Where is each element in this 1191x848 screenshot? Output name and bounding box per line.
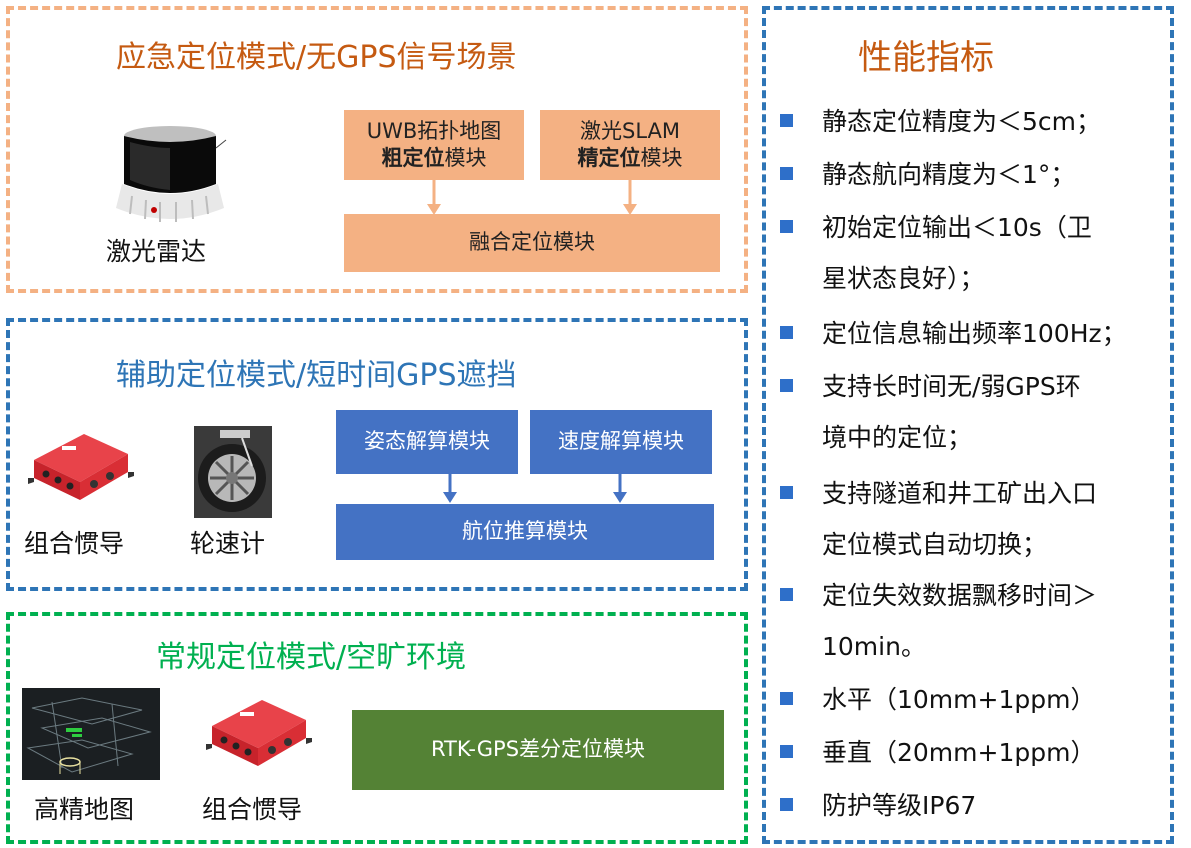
slam-module: 激光SLAM 精定位模块 bbox=[540, 110, 720, 180]
ins-caption: 组合惯导 bbox=[24, 529, 125, 558]
fusion-module: 融合定位模块 bbox=[344, 214, 720, 272]
hd-map-image bbox=[22, 688, 160, 780]
dead-reckoning-module: 航位推算模块 bbox=[336, 504, 714, 560]
bullet-icon bbox=[780, 588, 793, 601]
slam-module-line1: 激光SLAM bbox=[580, 118, 680, 143]
specs-panel: 性能指标 静态定位精度为＜5cm； 静态航向精度为＜1°； 初始定位输出＜10s… bbox=[762, 6, 1174, 844]
bullet-icon bbox=[780, 114, 793, 127]
bullet-icon bbox=[780, 486, 793, 499]
assist-title: 辅助定位模式/短时间GPS遮挡 bbox=[116, 358, 517, 393]
wheel-caption: 轮速计 bbox=[190, 529, 266, 558]
rtk-module: RTK-GPS差分定位模块 bbox=[352, 710, 724, 790]
bullet-icon bbox=[780, 220, 793, 233]
arrow-attitude-to-dr bbox=[443, 474, 457, 503]
bullet-icon bbox=[780, 745, 793, 758]
ins-device-image-2 bbox=[206, 700, 312, 766]
slam-module-rest: 模块 bbox=[640, 146, 683, 170]
slam-module-bold: 精定位 bbox=[577, 146, 641, 170]
ins-caption-2: 组合惯导 bbox=[202, 795, 303, 824]
arrow-uwb-to-fusion bbox=[427, 180, 441, 215]
velocity-module: 速度解算模块 bbox=[530, 410, 712, 474]
normal-panel: 常规定位模式/空旷环境 高精地图 组合惯导 RTK-GPS差分定位模块 bbox=[6, 612, 748, 844]
ins-device-image bbox=[28, 434, 134, 500]
bullet-icon bbox=[780, 167, 793, 180]
hd-map-caption: 高精地图 bbox=[34, 795, 135, 824]
bullet-icon bbox=[780, 692, 793, 705]
normal-title: 常规定位模式/空旷环境 bbox=[156, 640, 467, 675]
bullet-icon bbox=[780, 326, 793, 339]
attitude-module: 姿态解算模块 bbox=[336, 410, 518, 474]
uwb-module-bold: 粗定位 bbox=[381, 146, 445, 170]
uwb-module-rest: 模块 bbox=[444, 146, 487, 170]
bullet-icon bbox=[780, 798, 793, 811]
assist-panel: 辅助定位模式/短时间GPS遮挡 组合惯导 轮速计 姿态解算模块 速度解算模块 航… bbox=[6, 318, 748, 591]
bullet-icon bbox=[780, 379, 793, 392]
uwb-module-line1: UWB拓扑地图 bbox=[366, 118, 502, 143]
uwb-module: UWB拓扑地图 粗定位模块 bbox=[344, 110, 524, 180]
specs-title: 性能指标 bbox=[858, 38, 994, 78]
emergency-title: 应急定位模式/无GPS信号场景 bbox=[116, 40, 517, 75]
arrow-velocity-to-dr bbox=[613, 474, 627, 503]
arrow-slam-to-fusion bbox=[623, 180, 637, 215]
emergency-panel: 应急定位模式/无GPS信号场景 激光雷达 UWB拓扑地图 粗定位模块 激光SLA… bbox=[6, 6, 748, 293]
lidar-image bbox=[116, 126, 227, 222]
wheel-sensor-image bbox=[194, 426, 272, 518]
lidar-caption: 激光雷达 bbox=[106, 237, 207, 266]
